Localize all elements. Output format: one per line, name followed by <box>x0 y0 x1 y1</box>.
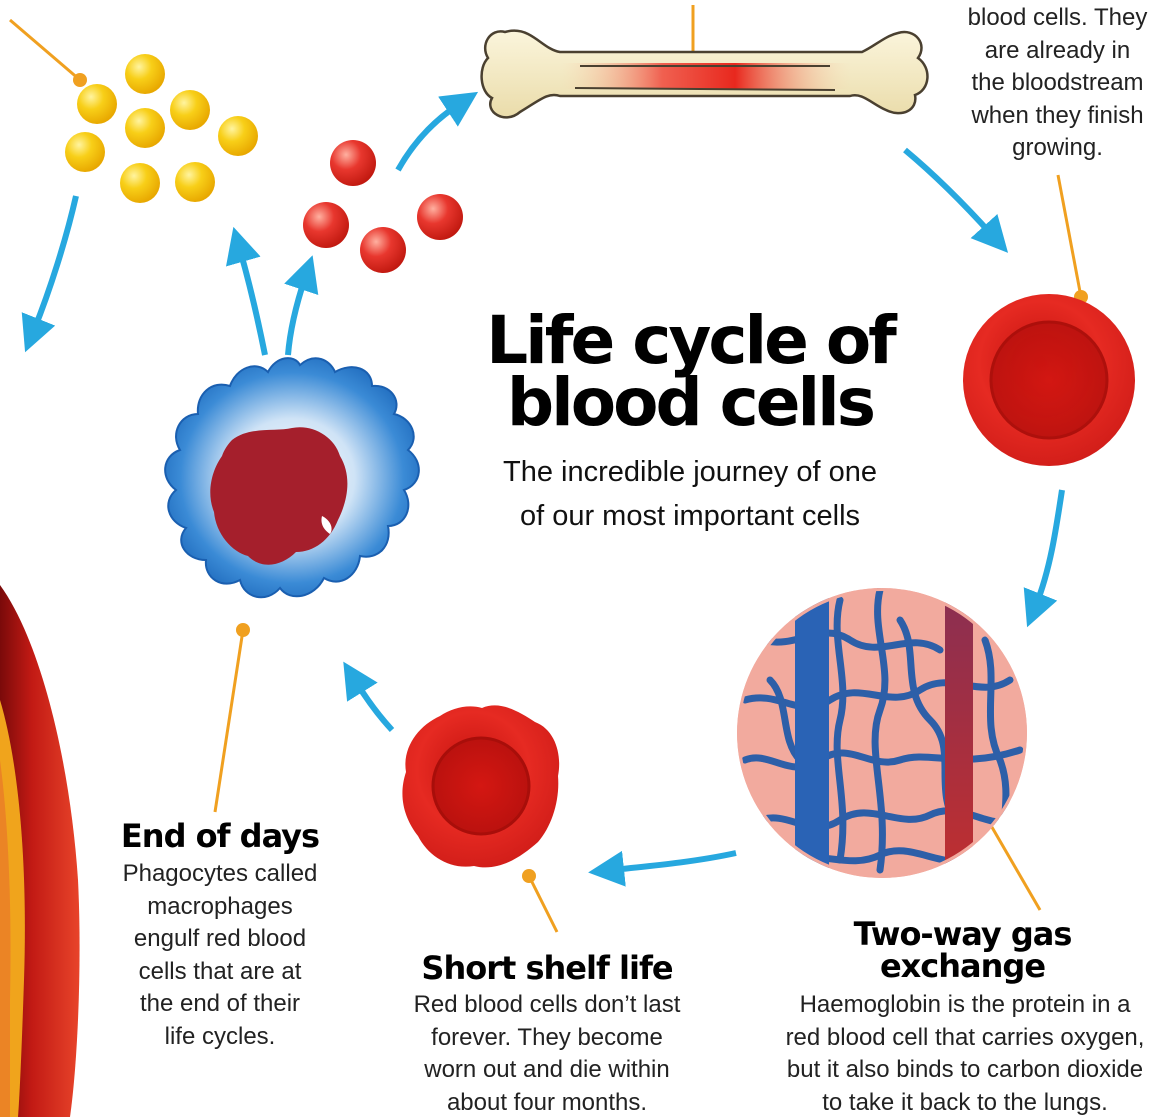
caption-line: worn out and die within <box>390 1054 704 1087</box>
red-cell-cluster <box>303 140 463 273</box>
heading-line: exchange <box>790 950 1135 982</box>
title-line: blood cells <box>470 372 910 434</box>
caption-line: cells that are at <box>100 956 340 989</box>
diagram-subtitle: The incredible journey of one of our mos… <box>470 450 910 538</box>
caption-line: blood cells. They <box>955 2 1160 35</box>
caption-line: red blood cell that carries oxygen, <box>770 1022 1160 1055</box>
caption-line: macrophages <box>100 891 340 924</box>
bone-illustration <box>482 31 928 118</box>
capillary-network <box>737 580 1027 880</box>
caption-body-end-of-days: Phagocytes called macrophages engulf red… <box>100 858 340 1053</box>
caption-line: growing. <box>955 132 1160 165</box>
caption-heading-end-of-days: End of days <box>100 820 340 852</box>
vessel-wall <box>0 585 80 1117</box>
caption-line: are already in <box>955 35 1160 68</box>
caption-line: forever. They become <box>390 1022 704 1055</box>
caption-heading-short-shelf-life: Short shelf life <box>390 952 704 984</box>
title-line: Life cycle of <box>470 310 910 372</box>
caption-line: when they finish <box>955 100 1160 133</box>
caption-line: life cycles. <box>100 1021 340 1054</box>
caption-heading-gas-exchange: Two-way gas exchange <box>790 918 1135 982</box>
red-blood-cell-large <box>963 294 1135 466</box>
caption-line: Red blood cells don’t last <box>390 989 704 1022</box>
subtitle-line: of our most important cells <box>470 494 910 538</box>
caption-line: Haemoglobin is the protein in a <box>770 989 1160 1022</box>
macrophage <box>165 358 419 597</box>
yellow-cell-cluster <box>65 54 258 203</box>
caption-line: Phagocytes called <box>100 858 340 891</box>
heading-line: Two-way gas <box>790 918 1135 950</box>
diagram-title: Life cycle of blood cells <box>470 310 910 434</box>
caption-line: about four months. <box>390 1087 704 1119</box>
caption-line: to take it back to the lungs. <box>770 1087 1160 1119</box>
caption-top-right: blood cells. They are already in the blo… <box>955 2 1160 165</box>
caption-body-gas-exchange: Haemoglobin is the protein in a red bloo… <box>770 989 1160 1119</box>
caption-line: engulf red blood <box>100 923 340 956</box>
caption-line: the end of their <box>100 988 340 1021</box>
caption-line: but it also binds to carbon dioxide <box>770 1054 1160 1087</box>
caption-line: the bloodstream <box>955 67 1160 100</box>
red-blood-cell-old <box>402 705 559 867</box>
subtitle-line: The incredible journey of one <box>470 450 910 494</box>
caption-body-short-shelf-life: Red blood cells don’t last forever. They… <box>390 989 704 1119</box>
